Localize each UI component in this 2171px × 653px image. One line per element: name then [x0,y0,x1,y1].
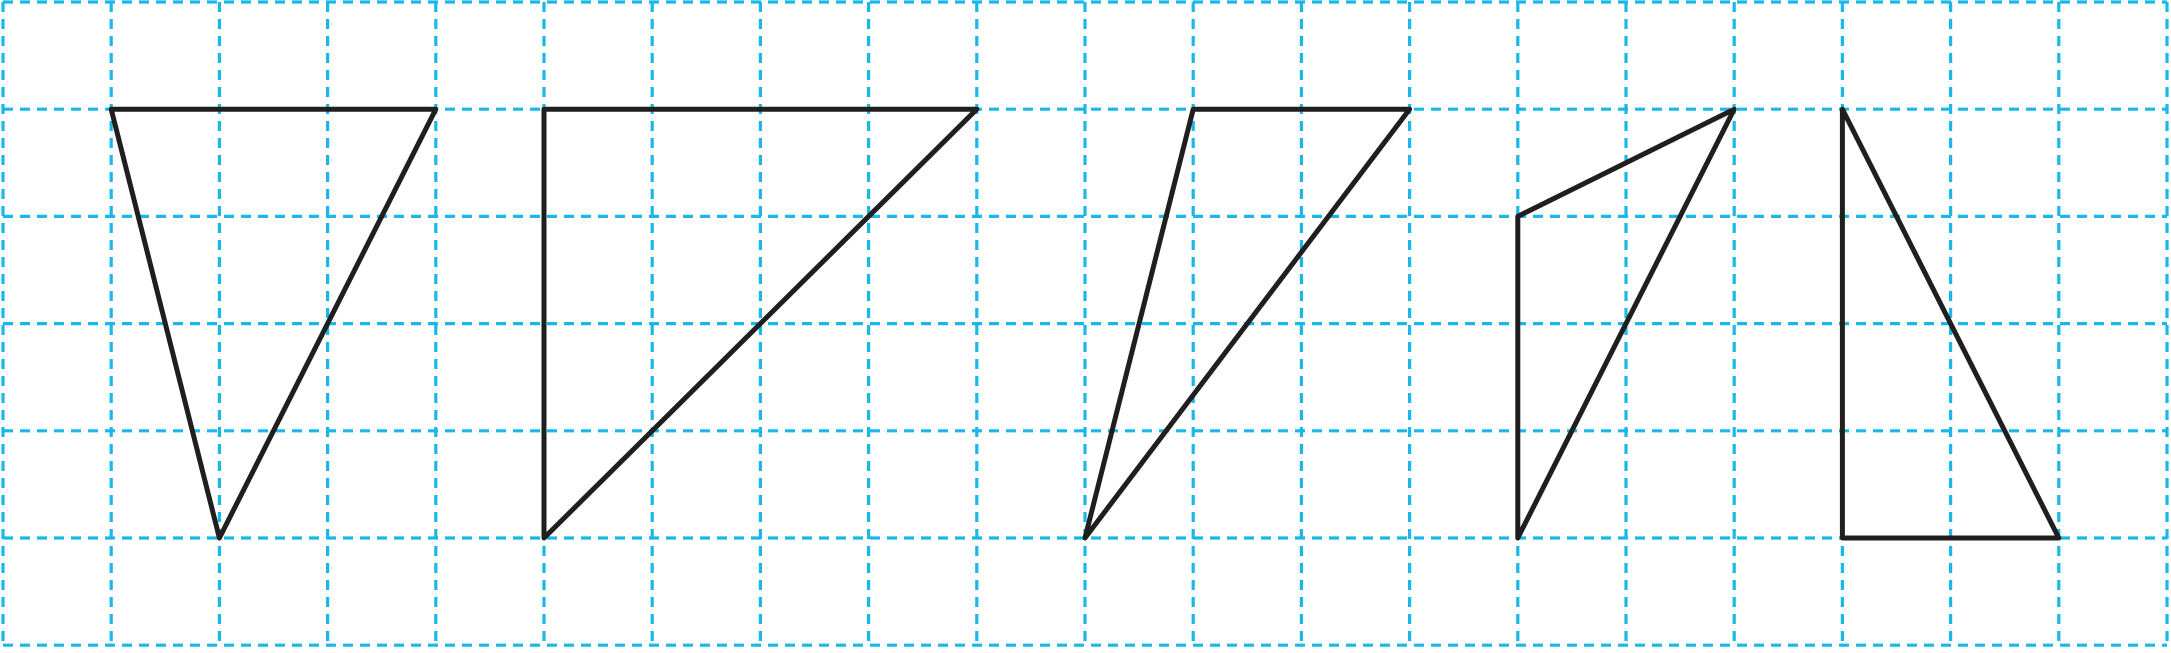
triangle-4 [1515,106,1737,541]
triangle-3 [1082,106,1413,541]
triangle-2 [541,106,980,541]
triangle-1 [108,106,439,541]
triangles [108,106,2062,541]
triangle-5 [1839,106,2062,541]
